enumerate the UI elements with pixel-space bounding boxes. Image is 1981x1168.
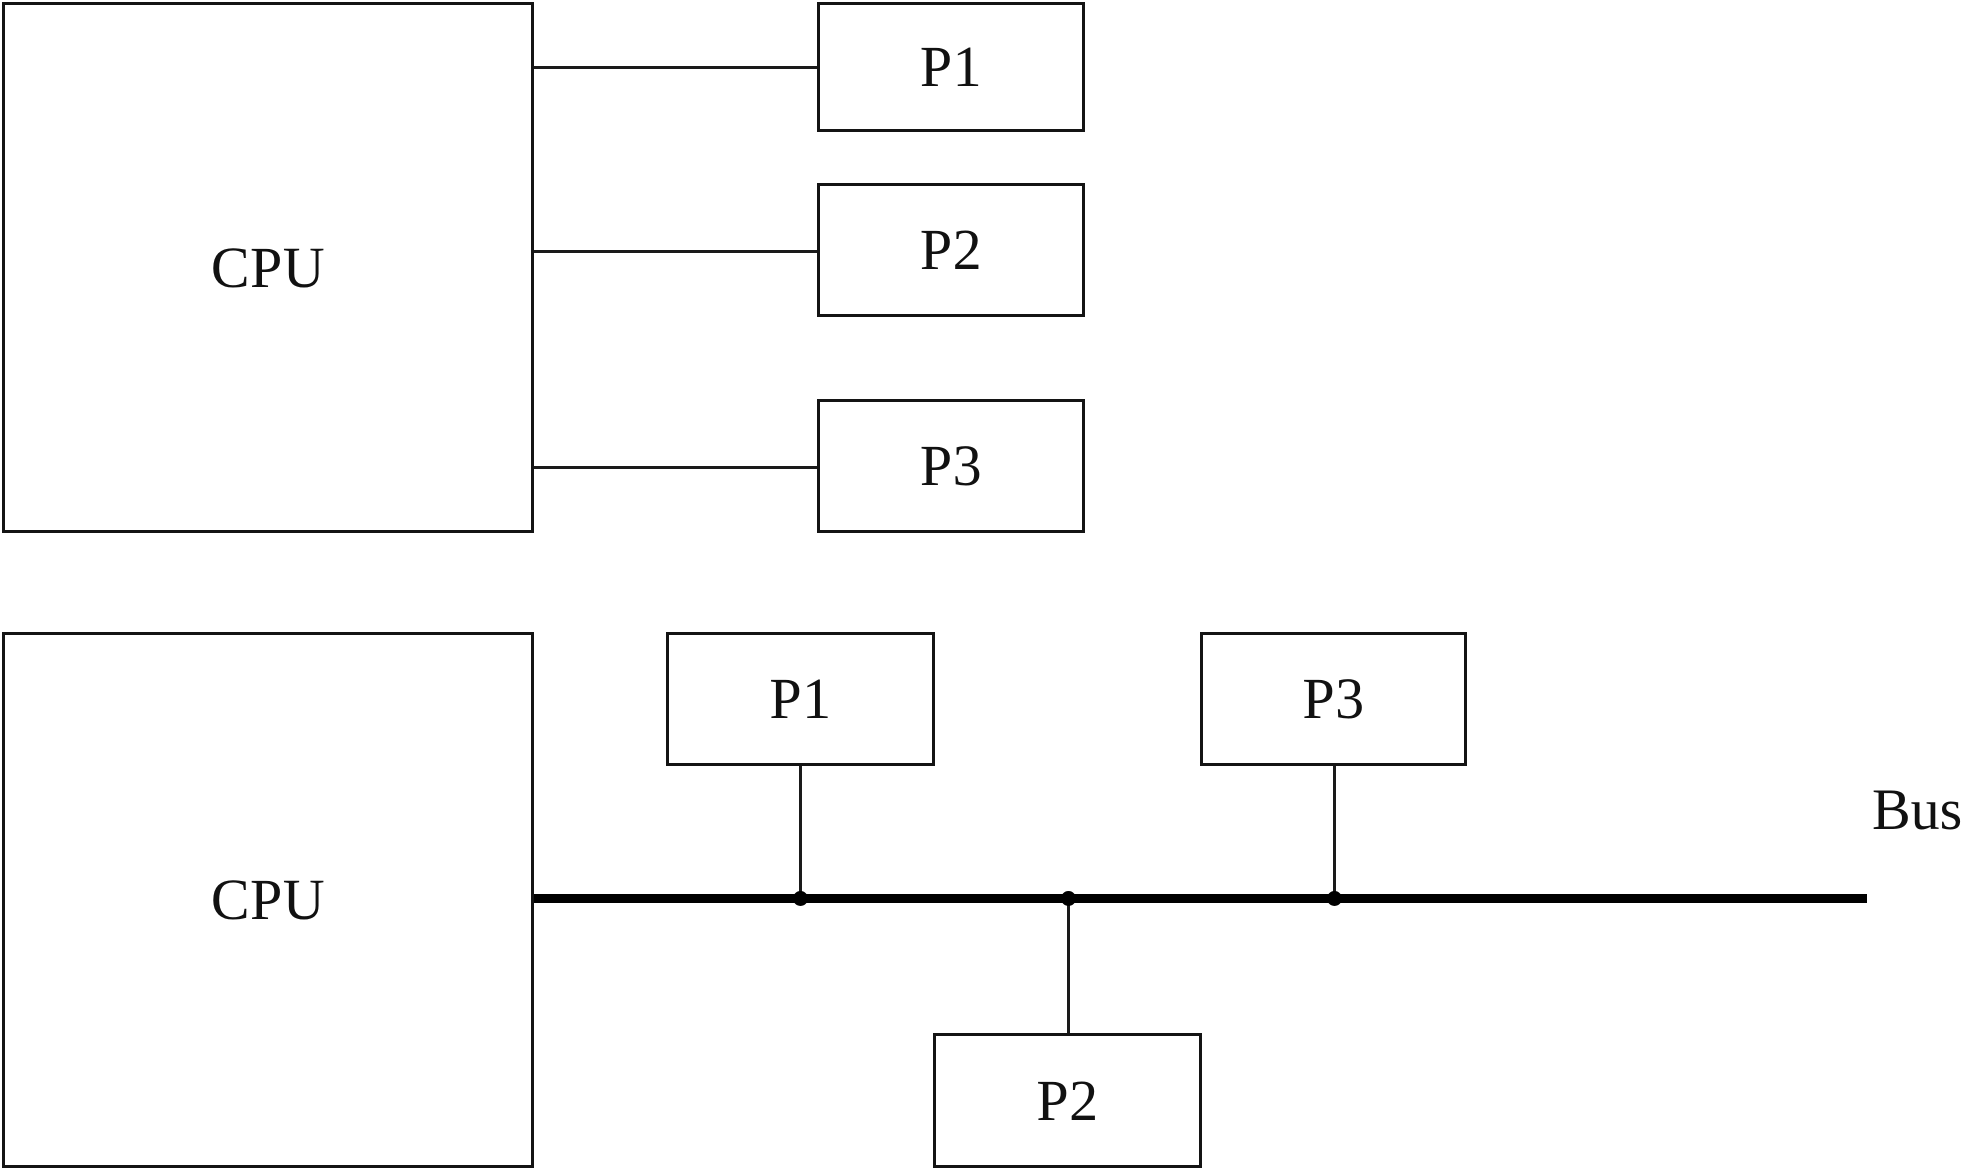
cpu-to-p1-wire [534,66,817,69]
cpu-label-star: CPU [210,234,326,300]
peripheral-label-p3-star: P3 [919,433,983,498]
bus-junction-dot-p2 [1060,891,1076,906]
peripheral-block-p3-star[interactable]: P3 [817,399,1085,533]
peripheral-block-p2-bus[interactable]: P2 [933,1033,1202,1168]
peripheral-label-p1-bus: P1 [769,666,832,731]
bus-label: Bus [1872,777,1963,842]
peripheral-block-p2-star[interactable]: P2 [817,183,1085,317]
p1-to-bus-stem [799,766,802,898]
peripheral-label-p2-star: P2 [919,217,983,282]
cpu-to-p3-wire [534,466,817,469]
peripheral-label-p3-bus: P3 [1302,666,1365,731]
cpu-block-bus[interactable]: CPU [2,632,534,1168]
bus-line[interactable] [534,894,1867,903]
cpu-block-star[interactable]: CPU [2,2,534,533]
cpu-to-p2-wire [534,250,817,253]
peripheral-label-p2-bus: P2 [1036,1067,1099,1133]
p2-to-bus-stem [1067,898,1070,1033]
p3-to-bus-stem [1333,766,1336,898]
peripheral-block-p1-star[interactable]: P1 [817,2,1085,132]
bus-junction-dot-p3 [1326,891,1342,906]
peripheral-block-p1-bus[interactable]: P1 [666,632,935,766]
peripheral-block-p3-bus[interactable]: P3 [1200,632,1467,766]
bus-junction-dot-p1 [792,891,808,906]
peripheral-label-p1-star: P1 [919,34,983,99]
cpu-label-bus: CPU [210,867,326,932]
